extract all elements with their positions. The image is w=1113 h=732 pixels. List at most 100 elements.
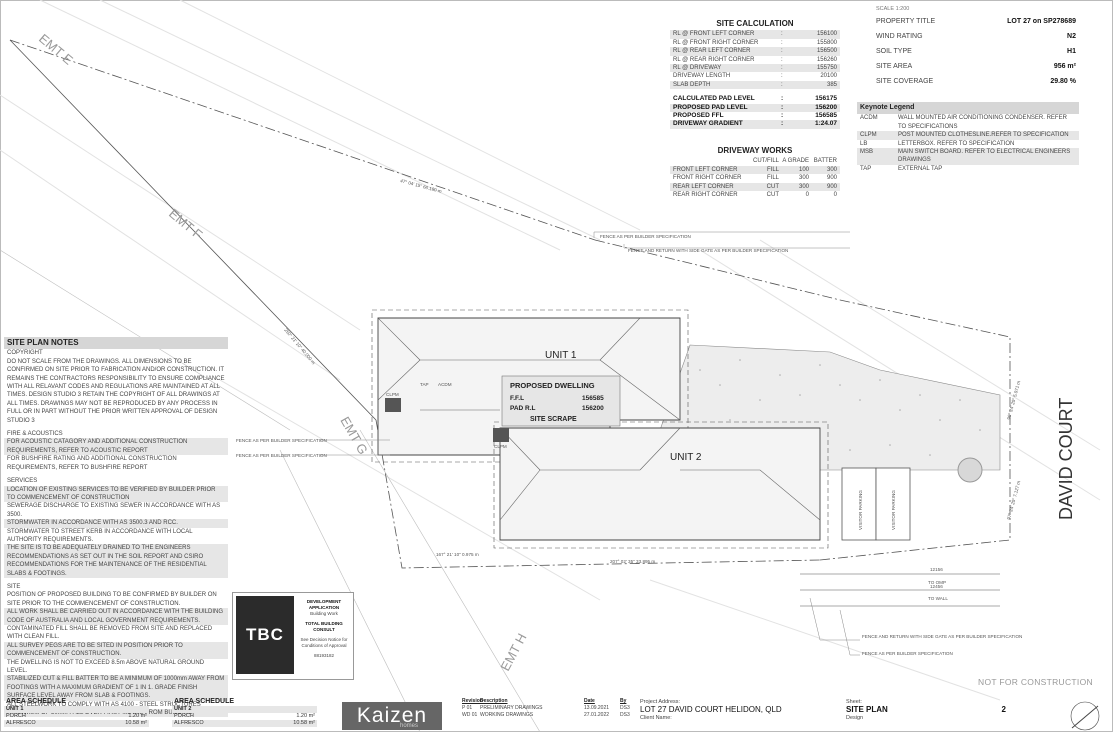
area-unit: UNIT 2 <box>172 706 317 713</box>
table-row: RL @ REAR LEFT CORNER:156500 <box>670 47 840 56</box>
bearing-2: 250° 21' 10" 40.000 m <box>283 327 316 365</box>
bearing-6: 97° 24' 20" 7.127 m <box>1006 480 1021 520</box>
notes-line: THE DWELLING IS NOT TO EXCEED 8.5m ABOVE… <box>7 659 205 675</box>
design-label: Design <box>846 715 864 721</box>
dim-to-wall: TO WALL <box>928 596 948 601</box>
tbc-logo: TBC <box>236 596 294 674</box>
fence-note-6: FENCE AS PER BUILDER SPECIFICATION <box>862 651 953 656</box>
sheet-number: 2 <box>1001 705 1006 714</box>
acdm-label: ACDM <box>438 382 452 387</box>
table-row: DRIVEWAY LENGTH:20100 <box>673 73 837 80</box>
notes-line: STORMWATER TO STREET KERB IN ACCORDANCE … <box>7 528 193 543</box>
ffl-value: 156585 <box>582 395 604 402</box>
pad-value: 156200 <box>582 405 604 412</box>
site-calculation-table: SITE CALCULATION RL @ FRONT LEFT CORNER:… <box>670 18 840 129</box>
sheet-name: SITE PLAN <box>846 705 888 714</box>
driveway-title: DRIVEWAY WORKS <box>717 146 793 155</box>
emt-e-label: EMT E <box>36 31 76 68</box>
approval-stamp: TBC DEVELOPMENT APPLICATION Building Wor… <box>232 592 354 680</box>
notes-heading: COPYRIGHT <box>7 350 43 357</box>
bearing-3: 207° 02' 35" 33.895 m <box>610 559 655 564</box>
table-row: RL @ FRONT RIGHT CORNER:155800 <box>673 39 837 46</box>
notes-title: SITE PLAN NOTES <box>4 337 228 350</box>
area-unit: UNIT 1 <box>4 706 149 713</box>
site-plan-notes: SITE PLAN NOTES COPYRIGHT DO NOT SCALE F… <box>4 337 228 718</box>
ffl-label: F.F.L <box>510 395 524 402</box>
table-row: PROPOSED FFL:156585 <box>673 112 837 120</box>
fence-note-1: FENCE AS PER BUILDER SPECIFICATION <box>236 438 327 443</box>
notes-line: FOR BUSHFIRE RATING AND ADDITIONAL CONST… <box>7 456 177 471</box>
notes-line: THE SITE IS TO BE ADEQUATELY DRAINED TO … <box>4 544 228 578</box>
emt-f-label: EMT F <box>166 206 205 242</box>
dim-12456: 12456 <box>930 584 943 589</box>
notes-line: ALL SURVEY PEGS ARE TO BE SITED IN POSIT… <box>4 641 228 659</box>
notes-line: DO NOT SCALE FROM THE DRAWINGS. ALL DIME… <box>7 358 225 424</box>
table-row: RL @ FRONT LEFT CORNER:156100 <box>670 30 840 39</box>
dim-to-omp: TO OMP <box>928 580 946 585</box>
clpm-label-1: CLPM <box>386 392 399 397</box>
notes-heading: SERVICES <box>7 478 38 485</box>
table-row: SLAB DEPTH:385 <box>670 80 840 90</box>
area-title: AREA SCHEDULE <box>6 698 67 705</box>
table-row: RL @ DRIVEWAY:155750 <box>670 64 840 73</box>
fence-note-5: FENCE AND RETURN WITH SIDE GATE AS PER B… <box>862 634 1022 639</box>
unit1-label: UNIT 1 <box>545 350 577 361</box>
emt-h-label: EMT H <box>497 631 529 674</box>
tap-label: TAP <box>420 382 429 387</box>
notes-heading: SITE <box>7 583 21 590</box>
notes-line: STORMWATER IN ACCORDANCE WITH AS 3500.3 … <box>4 519 228 528</box>
project-address: LOT 27 DAVID COURT HELIDON, QLD <box>640 705 782 714</box>
fence-note-2: FENCE AS PER BUILDER SPECIFICATION <box>236 453 327 458</box>
unit2-label: UNIT 2 <box>670 452 702 463</box>
stamp-text: DEVELOPMENT APPLICATION Building Work TO… <box>300 599 348 658</box>
area-title: AREA SCHEDULE <box>174 698 235 705</box>
table-row: RL @ REAR RIGHT CORNER:156260 <box>673 56 837 63</box>
fence-note-3: FENCE AS PER BUILDER SPECIFICATION <box>600 234 691 239</box>
notes-heading: FIRE & ACOUSTICS <box>7 431 63 438</box>
keynote-title: Keynote Legend <box>857 102 1079 115</box>
notes-line: STABILIZED CUT & FILL BATTER TO BE A MIN… <box>4 675 228 701</box>
visitor-parking-2: VISITOR PARKING <box>891 490 896 530</box>
fence-note-4: FENCE AND RETURN WITH SIDE GATE AS PER B… <box>628 248 788 253</box>
not-for-construction-stamp: NOT FOR CONSTRUCTION <box>978 677 1093 687</box>
notes-line: POSITION OF PROPOSED BUILDING TO BE CONF… <box>7 592 217 607</box>
notes-line: LOCATION OF EXISTING SERVICES TO BE VERI… <box>4 485 228 503</box>
notes-line: A MINIMUM OF 50mm FALL OVER FIRST METRE … <box>4 709 228 718</box>
street-label: DAVID COURT <box>1056 398 1076 520</box>
notes-line: ALL WORK SHALL BE CARRIED OUT IN ACCORDA… <box>4 608 228 625</box>
sheet-label: Sheet: <box>846 699 862 705</box>
table-row: PROPOSED PAD LEVEL:156200 <box>670 103 840 113</box>
visitor-parking-1: VISITOR PARKING <box>858 490 863 530</box>
scale-label: SCALE 1:200 <box>876 6 910 12</box>
notes-line: SEWERAGE DISCHARGE TO EXISTING SEWER IN … <box>7 503 221 518</box>
brand-name: Kaizen <box>342 702 442 730</box>
table-row: CALCULATED PAD LEVEL:156175 <box>673 95 837 103</box>
site-calc-title: SITE CALCULATION <box>716 19 794 28</box>
scrape-label: SITE SCRAPE <box>530 416 577 423</box>
